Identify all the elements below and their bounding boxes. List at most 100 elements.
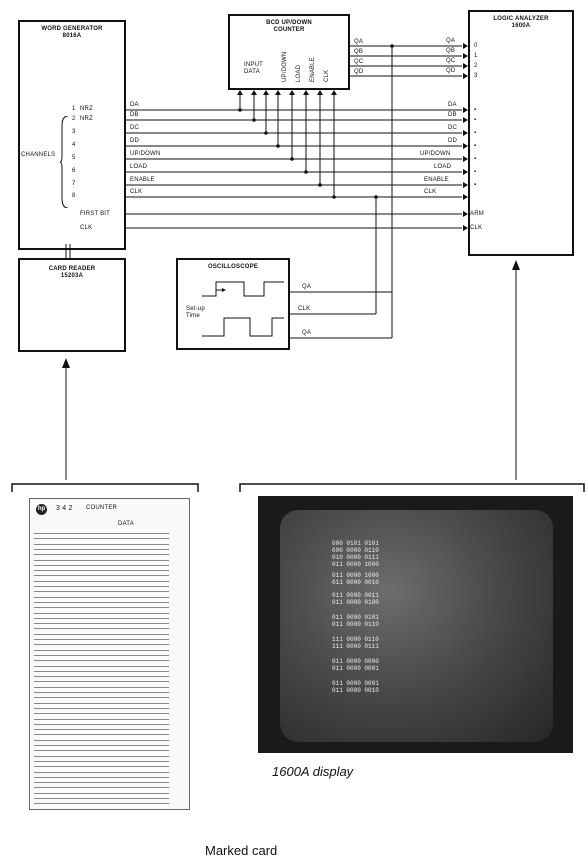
card-row (34, 676, 169, 677)
bcd-counter-box: BCD UP/DOWN COUNTER (228, 14, 350, 90)
la-pin-mark: ▪ (474, 117, 476, 124)
card-row (34, 703, 169, 704)
oscilloscope-box: OSCILLOSCOPE Set-up Time (176, 258, 290, 350)
channels-brace (60, 116, 70, 208)
signal-label-right: ENABLE (424, 177, 449, 184)
signal-label-left: LOAD (130, 164, 147, 171)
card-row (34, 745, 169, 746)
la-pin-mark: ▪ (474, 143, 476, 150)
card-row (34, 549, 169, 550)
card-row (34, 570, 169, 571)
signal-label-right: DD (448, 138, 457, 145)
display-caption: 1600A display (272, 764, 353, 779)
display-row: 011 0000 0000 (332, 658, 379, 665)
counter-input-data: INPUT DATA (244, 62, 263, 76)
card-row (34, 650, 169, 651)
marked-card-photo: hp 3 4 2 COUNTER DATA (29, 498, 190, 810)
arrow-up-icon (303, 90, 309, 95)
display-row: 011 0000 0110 (332, 621, 379, 628)
card-row (34, 660, 169, 661)
wg-pin-number: 6 (72, 168, 76, 175)
counter-input-clk: CLK (324, 70, 331, 82)
la-top-pin: 3 (474, 73, 478, 80)
setup-time-label: Set-up Time (186, 306, 205, 320)
card-row (34, 772, 169, 773)
display-row: 000 0000 0110 (332, 547, 379, 554)
card-row (34, 597, 169, 598)
card-reader-title: CARD READER 15203A (20, 266, 124, 280)
oscilloscope-title: OSCILLOSCOPE (178, 264, 288, 271)
card-row (34, 581, 169, 582)
junction-dot (238, 108, 242, 112)
arrow-up-icon (263, 90, 269, 95)
card-row (34, 787, 169, 788)
card-row (34, 565, 169, 566)
display-row: 000 0101 0101 (332, 540, 379, 547)
card-row (34, 681, 169, 682)
wg-pin-number: 5 (72, 155, 76, 162)
reader-link (62, 244, 74, 260)
wg-clk-label: CLK (80, 225, 92, 232)
card-row (34, 766, 169, 767)
la-output-label: QC (446, 58, 455, 65)
card-row (34, 719, 169, 720)
card-field-2: COUNTER (86, 505, 117, 512)
counter-output-label: QA (354, 39, 363, 46)
card-row (34, 554, 169, 555)
scope-signal-label: CLK (298, 306, 310, 313)
arrow-up-icon (512, 260, 520, 270)
card-row (34, 533, 169, 534)
junction-dot (374, 195, 378, 199)
signal-label-right: DB (448, 112, 457, 119)
wg-pin-number: 7 (72, 181, 76, 188)
card-row (34, 777, 169, 778)
signal-label-left: DD (130, 138, 139, 145)
signal-label-right: DC (448, 125, 457, 132)
card-row (34, 575, 169, 576)
la-arm-label: ARM (470, 211, 484, 218)
crt-screen: 000 0101 0101000 0000 0110010 0000 01110… (280, 510, 553, 742)
signal-label-left: UP/DOWN (130, 151, 160, 158)
card-row (34, 613, 169, 614)
counter-output-label: QB (354, 49, 363, 56)
card-row (34, 782, 169, 783)
display-row: 011 0000 0001 (332, 680, 379, 687)
junction-dot (304, 170, 308, 174)
arrow-up-icon (275, 90, 281, 95)
display-row: 111 0000 0110 (332, 636, 379, 643)
logic-analyzer-box: LOGIC ANALYZER 1600A (468, 10, 574, 256)
card-caption: Marked card (205, 843, 277, 858)
card-row (34, 692, 169, 693)
counter-output-label: QC (354, 59, 363, 66)
arrow-up-icon (331, 90, 337, 95)
display-row: 111 0000 0111 (332, 643, 379, 650)
card-field-1: 3 4 2 (56, 505, 73, 512)
card-row (34, 740, 169, 741)
junction-dot (332, 195, 336, 199)
card-row (34, 618, 169, 619)
display-row: 011 0000 0100 (332, 599, 379, 606)
arrow-up-icon (289, 90, 295, 95)
card-row (34, 671, 169, 672)
signal-label-left: DB (130, 112, 139, 119)
card-row (34, 560, 169, 561)
card-row (34, 750, 169, 751)
card-row (34, 538, 169, 539)
counter-output-label: QD (354, 69, 363, 76)
card-row (34, 697, 169, 698)
card-bracket (12, 484, 198, 492)
card-row (34, 655, 169, 656)
arrow-up-icon (317, 90, 323, 95)
channels-label: CHANNELS (21, 152, 55, 159)
junction-dot (264, 131, 268, 135)
scope-signal-label: QA (302, 330, 311, 337)
card-row (34, 634, 169, 635)
signal-label-right: CLK (424, 189, 436, 196)
bcd-counter-title: BCD UP/DOWN COUNTER (230, 20, 348, 34)
la-pin-mark: ▪ (474, 107, 476, 114)
logic-analyzer-title: LOGIC ANALYZER 1600A (470, 16, 572, 30)
card-row (34, 687, 169, 688)
card-row (34, 756, 169, 757)
counter-input-load: LOAD (296, 65, 303, 82)
scope-signal-label: QA (302, 284, 311, 291)
